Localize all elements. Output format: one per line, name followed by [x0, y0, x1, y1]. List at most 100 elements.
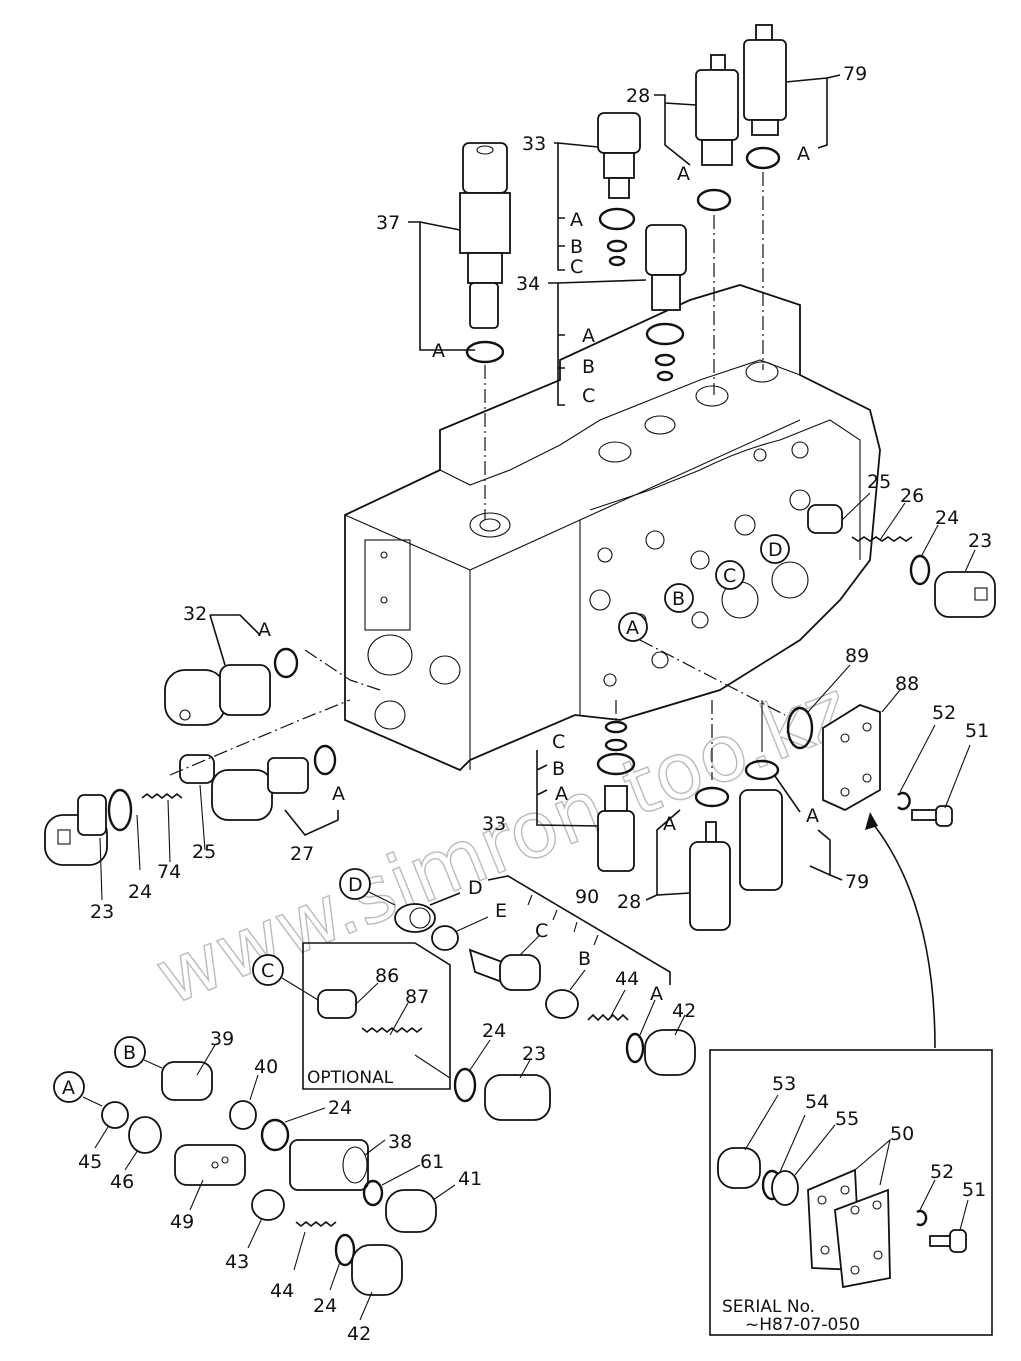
optional-label: OPTIONAL — [307, 1068, 394, 1088]
part-86 — [317, 989, 357, 1019]
callout-24-left: 24 — [128, 881, 152, 903]
part-79-bottom — [739, 789, 783, 891]
part-41-plug — [385, 1189, 437, 1233]
callout-87: 87 — [405, 986, 429, 1008]
part-87-spring — [361, 1026, 423, 1034]
serial-label: SERIAL No. — [722, 1297, 815, 1317]
valve-body — [344, 284, 881, 772]
inset-callout-54: 54 — [805, 1091, 829, 1113]
part-25-left — [179, 754, 215, 784]
part-23-right-plug — [934, 571, 996, 618]
svg-text:A: A — [62, 1077, 75, 1099]
callout-34: 34 — [516, 273, 540, 295]
oring-24-mid — [453, 1067, 477, 1103]
callout-44-low: 44 — [270, 1280, 294, 1302]
part-39 — [161, 1061, 213, 1101]
circle-ref-C: C — [252, 954, 284, 986]
callout-32: 32 — [183, 603, 207, 625]
part-32 — [164, 664, 271, 726]
callout-26: 26 — [900, 485, 924, 507]
part-74-spring — [141, 792, 183, 800]
callout-24-right: 24 — [935, 507, 959, 529]
part-44-spring-mid — [587, 1013, 629, 1022]
part-42-mid-plug — [644, 1029, 696, 1076]
callout-33-top: 33 — [522, 133, 546, 155]
callout-46: 46 — [110, 1171, 134, 1193]
svg-text:C: C — [261, 960, 274, 982]
part-44-spring-low — [295, 1220, 337, 1228]
label-33b-B: B — [552, 758, 565, 780]
label-33-C: C — [570, 256, 583, 278]
svg-text:B: B — [123, 1042, 136, 1064]
part-27 — [211, 757, 309, 821]
callout-89: 89 — [845, 645, 869, 667]
part-23-left-plug — [44, 794, 108, 866]
inset-callout-50: 50 — [890, 1123, 914, 1145]
part-26-spring — [851, 536, 913, 542]
svg-text:C: C — [723, 565, 736, 587]
svg-text:D: D — [348, 874, 363, 896]
part-88-cover — [822, 704, 881, 812]
clip-52 — [897, 791, 911, 811]
callout-39: 39 — [210, 1028, 234, 1050]
callout-86: 86 — [375, 965, 399, 987]
callout-51: 51 — [965, 720, 989, 742]
part-90-C-spool — [468, 948, 541, 991]
callout-44-mid: 44 — [615, 968, 639, 990]
circle-ref-A: A — [53, 1071, 85, 1103]
body-ref-D: D — [760, 534, 790, 564]
oring-24-right — [909, 554, 931, 586]
callout-28-bottom: 28 — [617, 891, 641, 913]
inset-box: 53 54 55 50 52 51 SERIAL No. ~H87-07-050 — [709, 1049, 993, 1336]
circle-ref-B: B — [114, 1036, 146, 1068]
label-28b-A: A — [663, 813, 676, 835]
callout-27: 27 — [290, 843, 314, 865]
part-28-top — [695, 54, 739, 166]
part-37-relief-valve — [459, 142, 511, 329]
callout-23-left: 23 — [90, 901, 114, 923]
label-28-top-A: A — [677, 163, 690, 185]
inset-callout-53: 53 — [772, 1073, 796, 1095]
label-90-A: A — [650, 983, 663, 1005]
body-ref-B: B — [664, 583, 694, 613]
callout-25-right: 25 — [867, 471, 891, 493]
label-79-top-A: A — [797, 143, 810, 165]
label-27-A: A — [332, 783, 345, 805]
callout-28-top: 28 — [626, 85, 650, 107]
label-79b-A: A — [806, 805, 819, 827]
callout-42-bottom: 42 — [347, 1323, 371, 1345]
part-49 — [174, 1144, 246, 1186]
callout-24-bottom: 24 — [313, 1295, 337, 1317]
label-33-B: B — [570, 236, 583, 258]
callout-43: 43 — [225, 1251, 249, 1273]
part-33-top — [597, 112, 641, 199]
callout-38: 38 — [388, 1131, 412, 1153]
callout-79-bottom: 79 — [845, 871, 869, 893]
callout-33-bottom: 33 — [482, 813, 506, 835]
leader-37 — [408, 221, 475, 351]
callout-23-right: 23 — [968, 530, 992, 552]
part-42-bottom-plug — [351, 1244, 403, 1296]
part-40-spring — [229, 1100, 257, 1130]
part-25-right — [807, 504, 843, 534]
callout-90: 90 — [575, 886, 599, 908]
label-90-C: C — [535, 920, 548, 942]
body-ref-C: C — [715, 560, 745, 590]
optional-box: OPTIONAL — [302, 942, 451, 1090]
inset-callout-51: 51 — [962, 1179, 986, 1201]
part-34 — [645, 224, 687, 311]
part-45 — [101, 1101, 129, 1129]
body-ref-A: A — [618, 612, 648, 642]
label-33b-C: C — [552, 731, 565, 753]
label-34-B: B — [582, 356, 595, 378]
callout-25-left: 25 — [192, 841, 216, 863]
callout-37: 37 — [376, 212, 400, 234]
callout-79-top: 79 — [843, 63, 867, 85]
oring-89 — [786, 706, 814, 750]
callout-37-A: A — [432, 340, 445, 362]
oring-24-left — [107, 788, 133, 832]
callout-24-mid: 24 — [482, 1020, 506, 1042]
part-53 — [717, 1147, 761, 1189]
part-28-bottom — [689, 821, 731, 931]
